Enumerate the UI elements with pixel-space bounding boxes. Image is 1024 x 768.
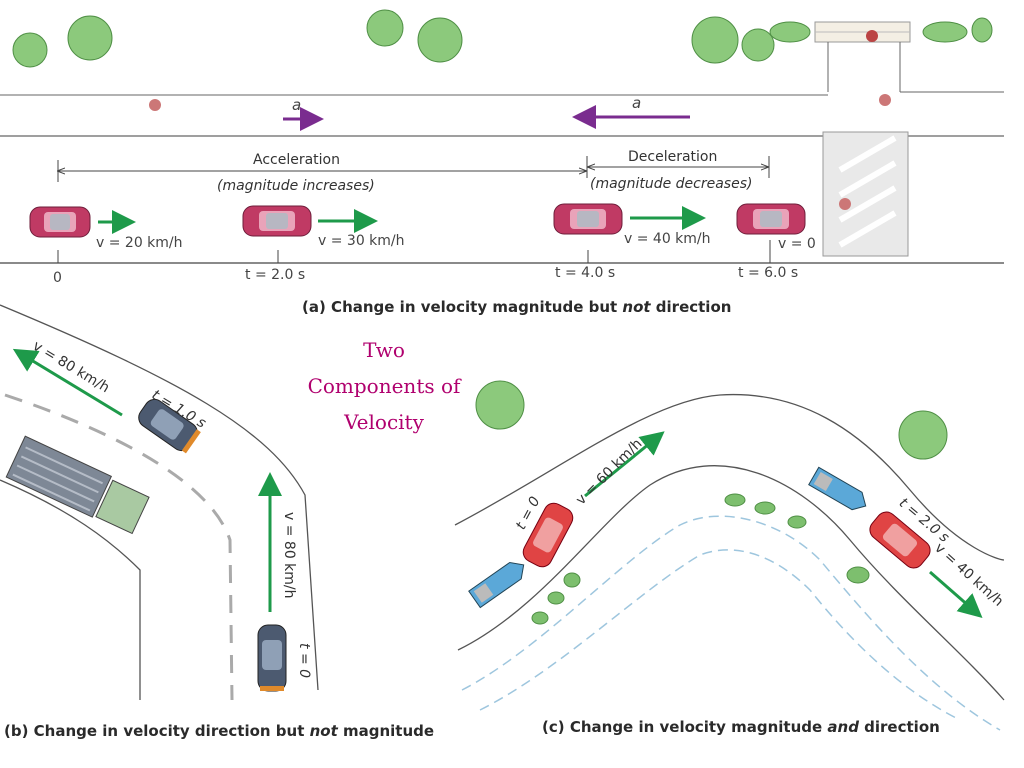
overlay-title-line-1: Two — [363, 338, 405, 362]
velocity-arrow-b1 — [12, 348, 123, 417]
caption-b-emph: not — [309, 722, 338, 740]
caption-b-suffix: magnitude — [337, 722, 435, 740]
overlay-title-line-3: Velocity — [344, 410, 424, 434]
time-label-1: 0 — [53, 270, 62, 286]
acceleration-label: Acceleration — [253, 152, 340, 168]
caption-a-suffix: direction — [650, 298, 732, 316]
accel-arrow-label: a — [292, 96, 302, 114]
tree-right — [898, 410, 948, 460]
caption-a: (a) Change in velocity magnitude but not… — [302, 298, 731, 316]
top-trees — [12, 9, 993, 68]
cars-panel-a — [29, 203, 806, 238]
velocity-label-3: v = 40 km/h — [624, 231, 711, 247]
overlay-title: Two Components of Velocity — [280, 332, 488, 440]
deceleration-note: (magnitude decreases) — [590, 176, 753, 192]
decel-arrow-label: a — [632, 94, 642, 112]
velocity-label-1: v = 20 km/h — [96, 235, 183, 251]
time-label-b-lower: t = 0 — [296, 643, 312, 679]
caption-c: (c) Change in velocity magnitude and dir… — [542, 718, 940, 736]
velocity-label-4: v = 0 — [778, 236, 816, 252]
caption-c-emph: and — [827, 718, 859, 736]
tree-center — [475, 380, 525, 430]
caption-b: (b) Change in velocity direction but not… — [4, 722, 434, 740]
caption-c-suffix: direction — [858, 718, 940, 736]
time-label-3: t = 4.0 s — [555, 265, 616, 281]
caption-b-prefix: (b) Change in velocity direction but — [4, 722, 310, 740]
deceleration-label: Deceleration — [628, 149, 718, 165]
caption-c-prefix: (c) Change in velocity magnitude — [542, 718, 828, 736]
acceleration-note: (magnitude increases) — [217, 178, 375, 194]
velocity-arrow-c2 — [929, 570, 983, 618]
velocity-label-b-lower: v = 80 km/h — [281, 512, 297, 599]
time-label-2: t = 2.0 s — [245, 267, 306, 283]
caption-a-emph: not — [622, 298, 651, 316]
velocity-label-2: v = 30 km/h — [318, 233, 405, 249]
caption-a-prefix: (a) Change in velocity magnitude but — [302, 298, 623, 316]
truck — [5, 435, 150, 535]
velocity-arrow-c1 — [584, 431, 665, 498]
overlay-title-line-2: Components of — [307, 374, 461, 398]
time-label-4: t = 6.0 s — [738, 265, 799, 281]
